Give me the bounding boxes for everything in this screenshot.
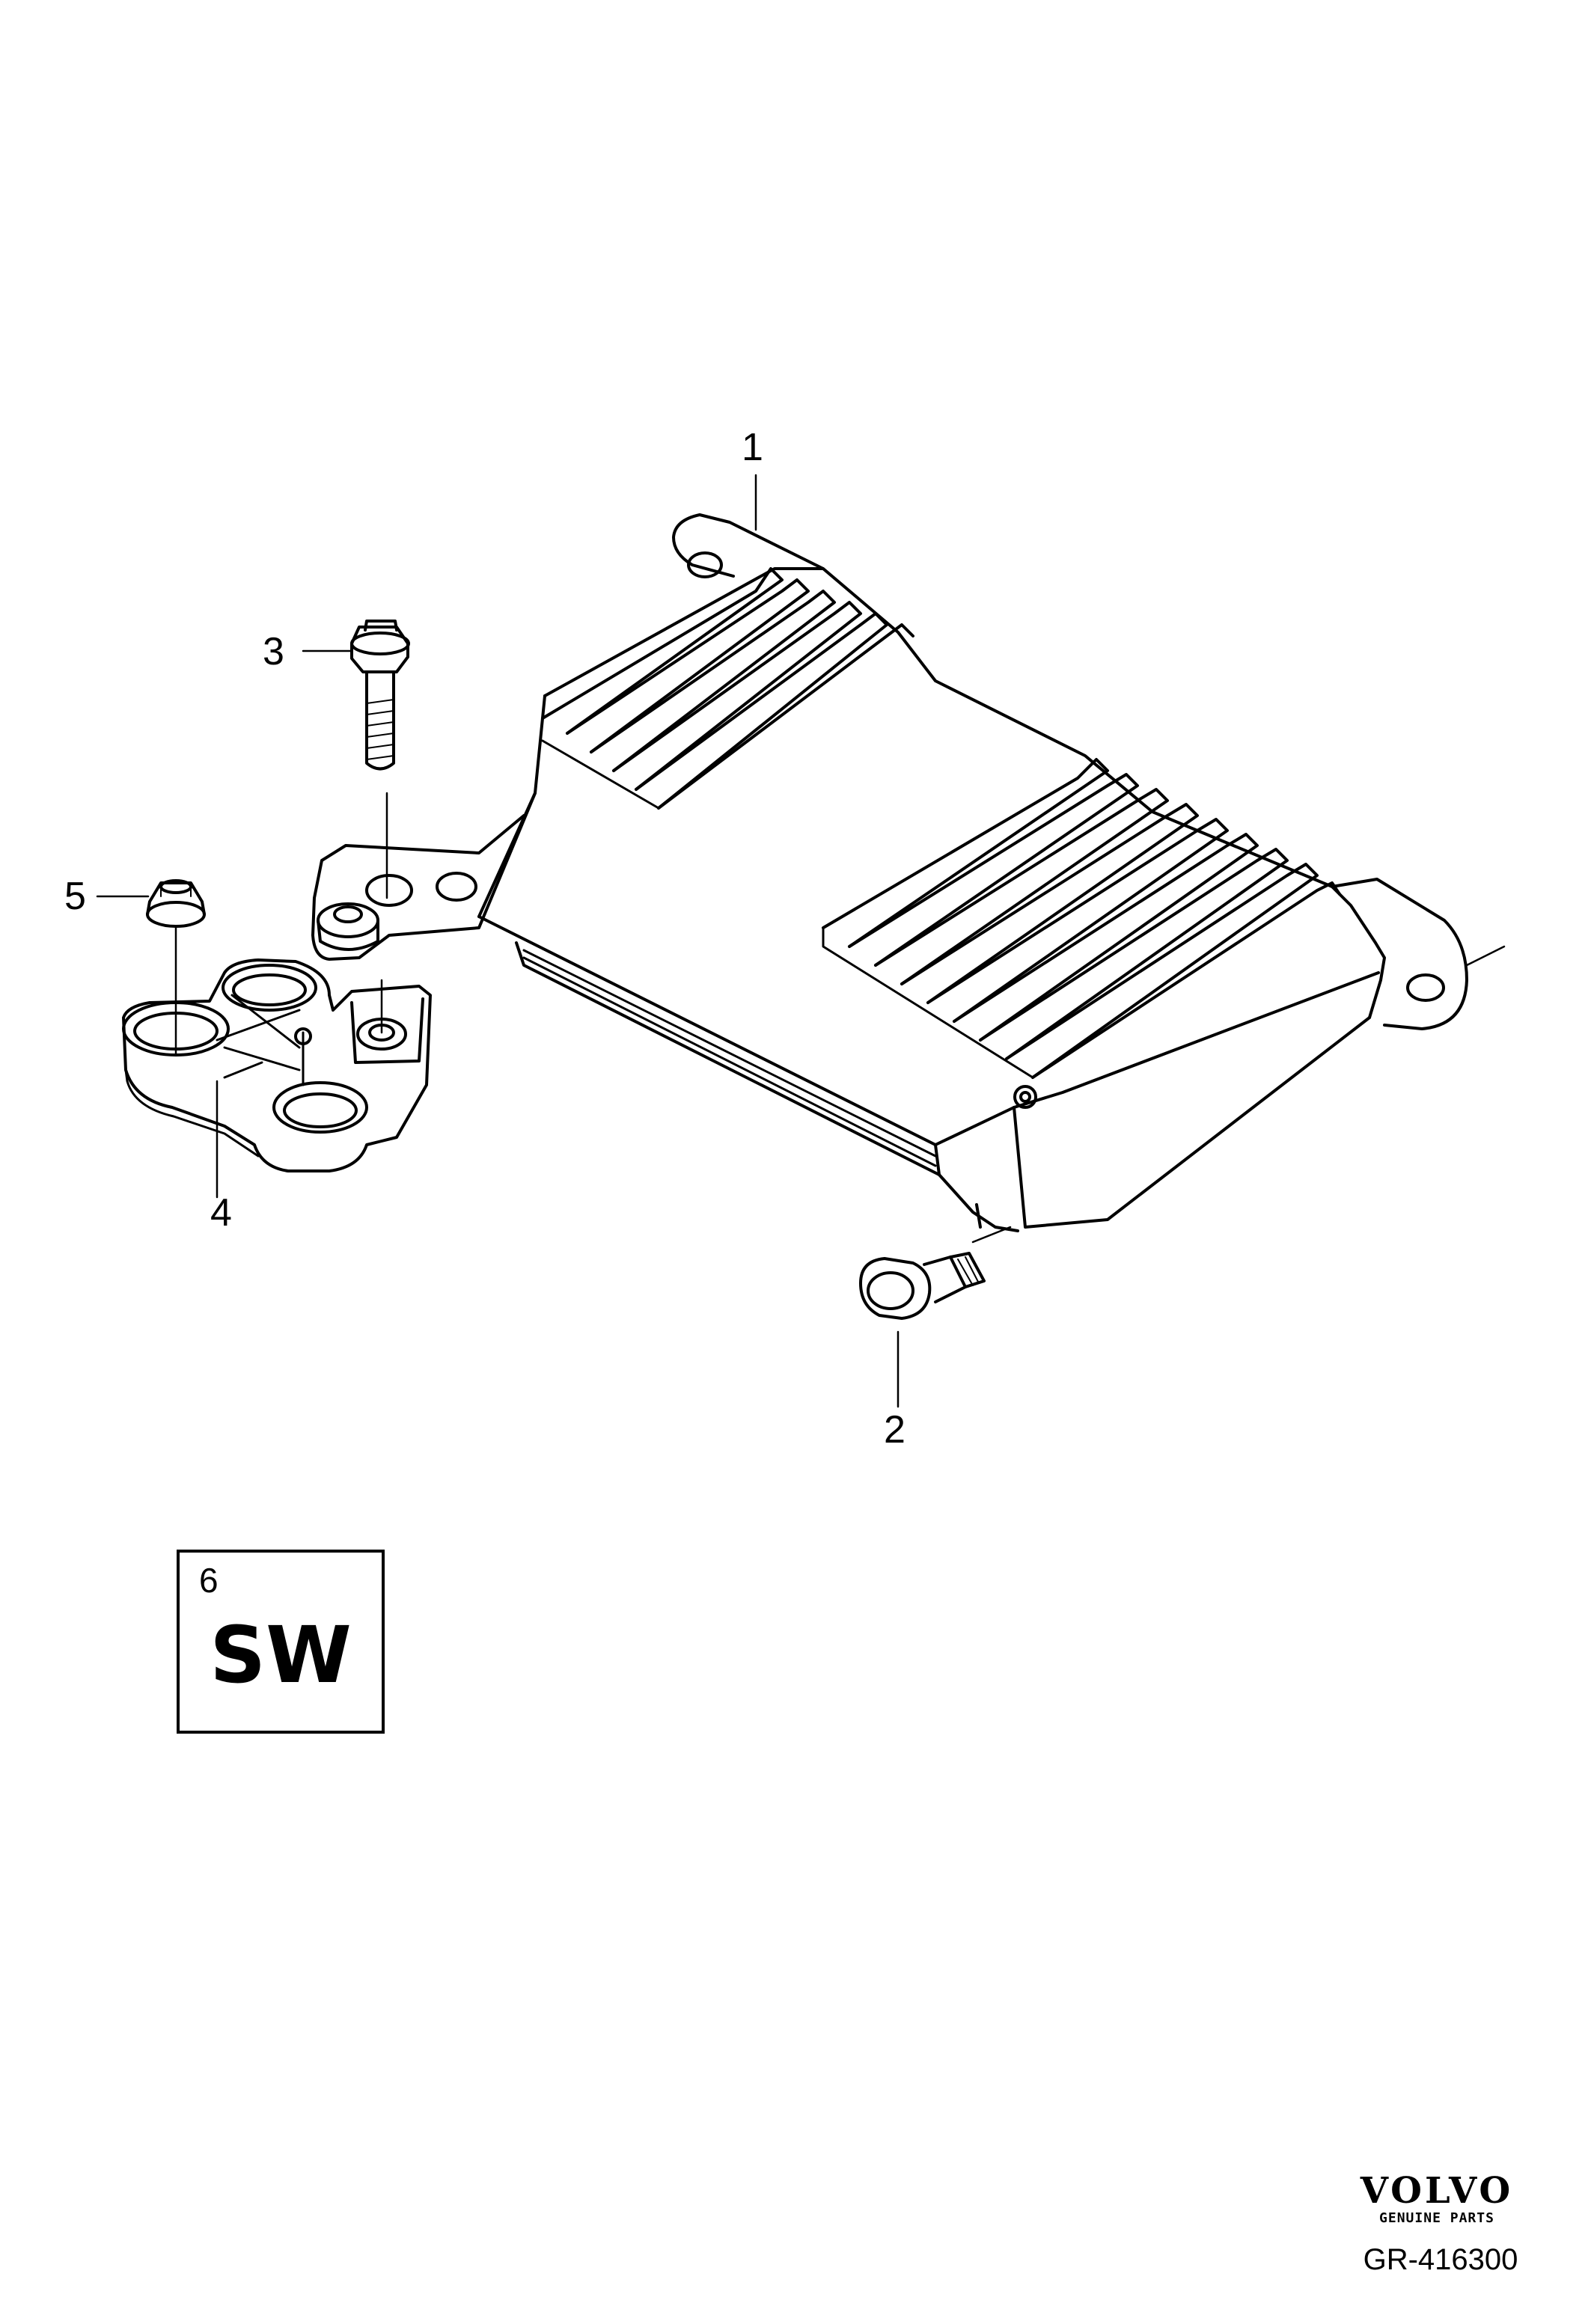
callout-3: 3 <box>263 630 284 673</box>
variant-code: SW <box>210 1609 352 1701</box>
bolt-long <box>350 620 410 771</box>
brand-logo: VOLVO GENUINE PARTS <box>1340 2171 1534 2227</box>
variant-box: 6 SW <box>177 1550 385 1734</box>
callout-5: 5 <box>64 875 86 918</box>
callout-2: 2 <box>884 1408 906 1452</box>
control-module-housing <box>311 513 1468 1232</box>
variant-number: 6 <box>199 1561 219 1600</box>
flange-nut <box>146 879 206 928</box>
bolt-short <box>859 1252 986 1320</box>
diagram-reference: GR-416300 <box>1363 2243 1518 2276</box>
mounting-bracket <box>122 958 432 1172</box>
leader-lines <box>96 474 1506 1408</box>
callout-1: 1 <box>742 426 763 469</box>
brand-name: VOLVO <box>1360 2170 1514 2212</box>
callout-4: 4 <box>210 1191 232 1235</box>
brand-tagline: GENUINE PARTS <box>1379 2210 1494 2226</box>
